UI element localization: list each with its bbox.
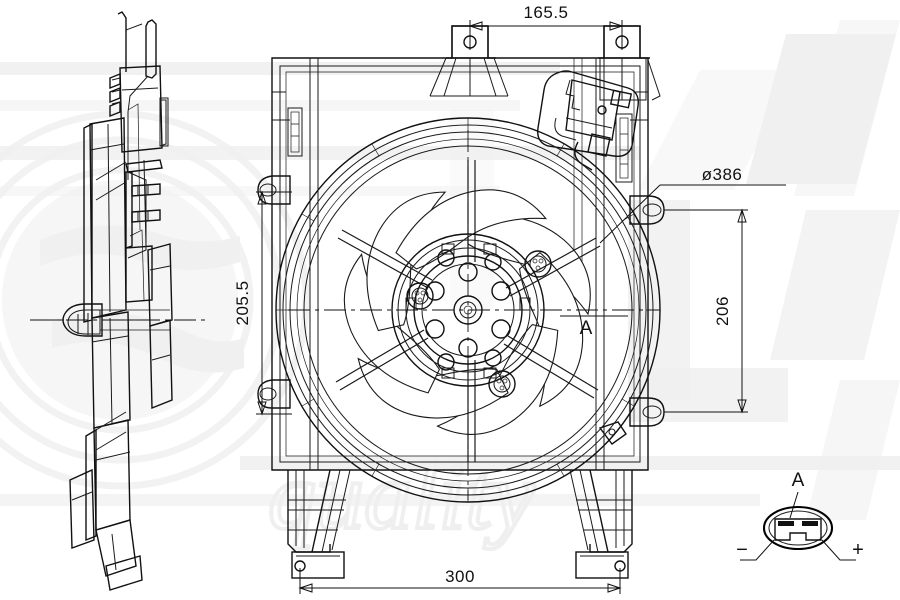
- ring-mount-tab-lower-right: [629, 397, 665, 427]
- dimension-value-205: 205.5: [233, 280, 252, 325]
- watermark-text: quality: [266, 440, 537, 551]
- front-view-shroud: [257, 25, 665, 579]
- side-view-connector: [62, 303, 103, 337]
- terminal-positive-label: +: [852, 539, 864, 561]
- ring-mount-tab-upper-right: [629, 195, 665, 225]
- dimension-value-300: 300: [445, 567, 475, 586]
- dimension-top-165: 165.5: [468, 3, 624, 50]
- dimension-value-diameter: ø386: [702, 165, 743, 184]
- dimension-value-165: 165.5: [523, 3, 568, 22]
- detail-view-title: A: [792, 470, 805, 491]
- bottom-leg-left: [287, 469, 351, 579]
- watermark-letters: [450, 110, 788, 422]
- side-profile-view: [30, 11, 206, 591]
- dimension-diameter-386: ø386: [599, 165, 786, 244]
- fan-assembly: [275, 117, 661, 503]
- detail-view-A-connector: A − +: [736, 470, 864, 561]
- ring-mount-tab-lower-left: [257, 379, 291, 409]
- dimension-left-205: 205.5: [233, 190, 292, 416]
- watermark-layer: quality: [0, 20, 900, 551]
- svg-text:quality: quality: [268, 442, 535, 549]
- motor-mount-bosses: [406, 250, 552, 398]
- watermark-globe-icon: [0, 110, 310, 490]
- detail-callout-A: A: [560, 315, 628, 339]
- dimension-bottom-300: 300: [298, 567, 622, 594]
- detail-callout-label: A: [580, 318, 593, 339]
- dimension-right-206: 206: [664, 208, 748, 414]
- fan-controller-module: [537, 70, 639, 171]
- terminal-negative-label: −: [736, 539, 748, 561]
- top-mount-bracket-left: [429, 25, 509, 97]
- bottom-leg-right: [569, 469, 633, 579]
- dimension-value-206: 206: [713, 296, 732, 326]
- watermark-logo-mark: [638, 20, 900, 520]
